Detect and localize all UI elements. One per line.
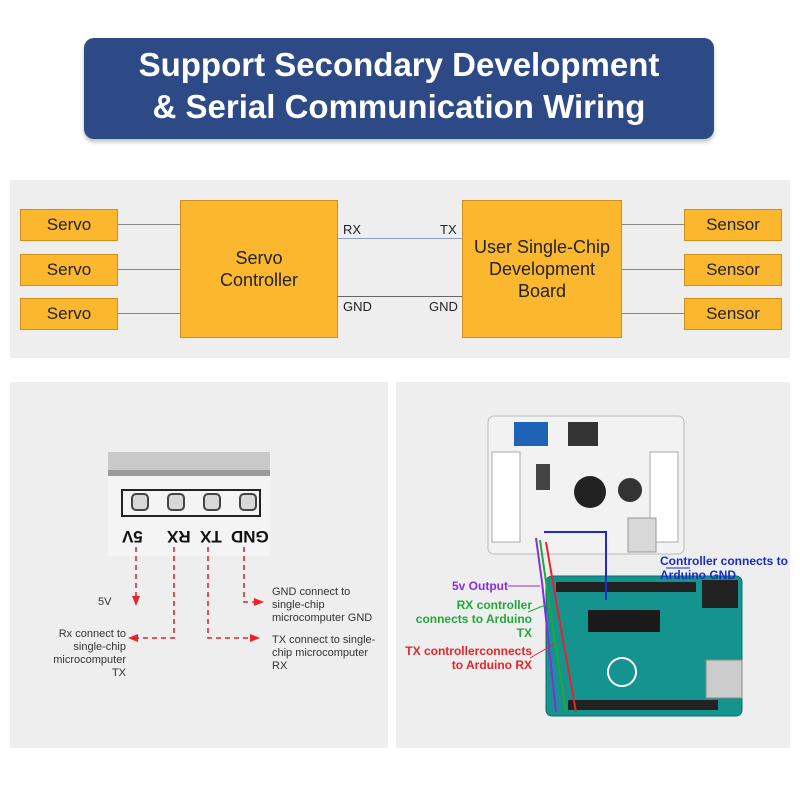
rx-label: RX	[343, 222, 362, 237]
servo-controller-box: Servo Controller	[180, 200, 338, 338]
pin-label-rx: RX	[167, 527, 191, 546]
pin-label-tx: TX	[200, 527, 222, 546]
pin-label-5v: 5V	[122, 527, 143, 546]
note-5v: 5V	[98, 596, 112, 608]
gnd-label-left: GND	[343, 299, 372, 314]
sensor-box: Sensor	[684, 254, 782, 286]
sensor-wire-2	[622, 269, 684, 270]
note-rx: Rx connect to single-chip microcomputer …	[53, 628, 126, 679]
servo-wire-2	[118, 269, 180, 270]
sensor-wire-1	[622, 224, 684, 225]
sensor-box: Sensor	[684, 298, 782, 330]
sensor-box: Sensor	[684, 209, 782, 241]
arduino-wiring-panel: Controller connects to Arduino GND 5v Ou…	[396, 382, 790, 748]
servo-box: Servo	[20, 254, 118, 286]
gnd-label-right: GND	[429, 299, 458, 314]
callout-rx: RX controller connects to Arduino TX	[415, 598, 532, 640]
servo-box: Servo	[20, 298, 118, 330]
servo-wire-1	[118, 224, 180, 225]
user-board-box: User Single-Chip Development Board	[462, 200, 622, 338]
pin-label-gnd: GND	[231, 527, 269, 546]
callout-tx: TX controllerconnects to Arduino RX	[405, 644, 532, 672]
pin-header-panel: GND TX RX 5V 5V Rx connect to single-chi…	[10, 382, 388, 748]
servo-box: Servo	[20, 209, 118, 241]
note-tx: TX connect to single-chip microcomputer …	[272, 634, 376, 672]
title-line-2: & Serial Communication Wiring	[152, 88, 646, 125]
callout-gnd: Controller connects to Arduino GND	[660, 554, 789, 582]
pin-header-photo	[108, 452, 270, 642]
wiring-diagram: Servo Servo Servo Servo Controller RX TX…	[10, 180, 790, 358]
title-line-1: Support Secondary Development	[138, 46, 660, 83]
title-banner: Support Secondary Development & Serial C…	[84, 38, 714, 139]
callout-5v: 5v Output	[452, 579, 508, 593]
sensor-wire-3	[622, 313, 684, 314]
note-gnd: GND connect to single-chip microcomputer…	[272, 586, 373, 624]
rx-tx-wire	[338, 238, 462, 239]
gnd-wire	[338, 296, 462, 297]
arduino-wiring-photo	[487, 415, 743, 717]
servo-wire-3	[118, 313, 180, 314]
tx-label: TX	[440, 222, 457, 237]
